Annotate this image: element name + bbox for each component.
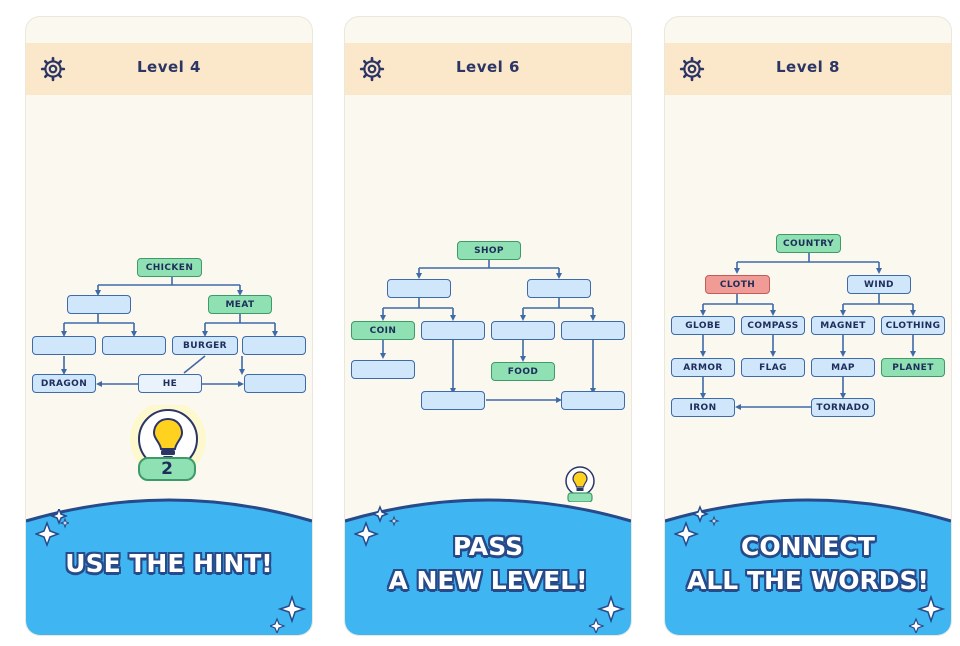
caption-line: ALL THE WORDS! xyxy=(687,566,929,595)
gear-icon[interactable] xyxy=(679,56,705,82)
word-node[interactable] xyxy=(421,321,485,340)
caption: PASS A NEW LEVEL! xyxy=(345,530,631,598)
word-node[interactable]: HE xyxy=(138,374,202,393)
word-node[interactable] xyxy=(421,391,485,410)
word-node[interactable] xyxy=(244,374,306,393)
word-node[interactable] xyxy=(32,336,96,355)
wave-background xyxy=(26,498,312,635)
word-node[interactable]: COIN xyxy=(351,321,415,340)
caption-line: USE THE HINT! xyxy=(65,549,273,578)
word-node[interactable]: COMPASS xyxy=(741,316,805,335)
level-title: Level 6 xyxy=(456,58,520,76)
word-node[interactable] xyxy=(351,360,415,379)
screen-level-4: Level 4 xyxy=(26,17,312,635)
hint-count: 2 xyxy=(138,457,196,481)
word-node[interactable]: FOOD xyxy=(491,362,555,381)
word-node[interactable]: PLANET xyxy=(881,358,945,377)
sparkle-icon xyxy=(589,595,626,633)
word-node[interactable]: GLOBE xyxy=(671,316,735,335)
word-node[interactable]: WIND xyxy=(847,275,911,294)
connection-lines xyxy=(700,253,916,410)
word-node[interactable] xyxy=(387,279,451,298)
connection-lines xyxy=(61,277,278,387)
sparkle-icon xyxy=(909,595,946,633)
word-node[interactable] xyxy=(102,336,166,355)
word-node[interactable]: IRON xyxy=(671,398,735,417)
word-node[interactable] xyxy=(527,279,591,298)
word-node[interactable]: TORNADO xyxy=(811,398,875,417)
level-title: Level 4 xyxy=(137,58,201,76)
word-node[interactable]: COUNTRY xyxy=(776,234,841,253)
level-header: Level 6 xyxy=(345,43,631,95)
word-node[interactable]: ARMOR xyxy=(671,358,735,377)
word-node[interactable] xyxy=(491,321,555,340)
word-node[interactable] xyxy=(561,391,625,410)
caption-line: CONNECT xyxy=(741,532,875,561)
hint-button[interactable]: 2 xyxy=(130,405,206,485)
connection-lines xyxy=(380,260,596,403)
word-node[interactable]: BURGER xyxy=(172,336,238,355)
sparkle-icon xyxy=(354,504,400,548)
sparkle-icon xyxy=(674,504,720,548)
word-node[interactable]: FLAG xyxy=(741,358,805,377)
word-node[interactable]: MAP xyxy=(811,358,875,377)
caption: CONNECT ALL THE WORDS! xyxy=(665,530,951,598)
caption-line: A NEW LEVEL! xyxy=(388,566,588,595)
level-header: Level 4 xyxy=(26,43,312,95)
word-node[interactable]: DRAGON xyxy=(32,374,96,393)
word-node[interactable] xyxy=(242,336,306,355)
level-title: Level 8 xyxy=(776,58,840,76)
level-header: Level 8 xyxy=(665,43,951,95)
word-node[interactable] xyxy=(561,321,625,340)
sparkle-icon xyxy=(35,509,69,548)
gear-icon[interactable] xyxy=(40,56,66,82)
word-node[interactable]: CLOTH xyxy=(705,275,770,294)
word-node[interactable]: MEAT xyxy=(208,295,272,314)
gear-icon[interactable] xyxy=(359,56,385,82)
word-node[interactable]: CHICKEN xyxy=(137,258,202,277)
caption-line: PASS xyxy=(452,532,524,561)
word-node[interactable]: CLOTHING xyxy=(881,316,945,335)
caption: USE THE HINT! xyxy=(26,547,312,581)
sparkle-icon xyxy=(270,595,307,633)
word-node[interactable]: SHOP xyxy=(457,241,521,260)
screen-level-8: Level 8 xyxy=(665,17,951,635)
word-node[interactable]: MAGNET xyxy=(811,316,875,335)
lightbulb-icon[interactable] xyxy=(563,466,597,502)
screen-level-6: Level 6 xyxy=(345,17,631,635)
word-node[interactable] xyxy=(67,295,131,314)
